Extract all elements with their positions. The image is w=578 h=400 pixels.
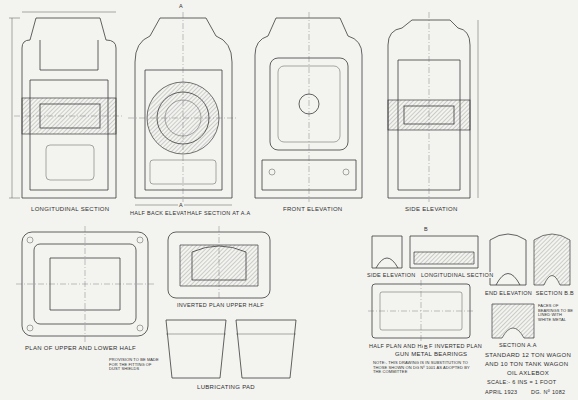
view-title: LUBRICATING PAD [196, 384, 256, 391]
view-title: SECTION A.A [498, 342, 538, 348]
view-title: OIL AXLEBOX [506, 370, 550, 377]
view-title: PLAN OF UPPER AND LOWER HALF [24, 345, 137, 352]
view-title: SECTION B.B [535, 290, 575, 296]
inverted-plan-view [168, 226, 270, 300]
view-title: FRONT ELEVATION [282, 206, 344, 213]
view-title: LONGITUDINAL SECTION [420, 272, 494, 278]
view-title: DG. Nº 1082 [530, 389, 566, 395]
drawing-note: NOTE:- THIS DRAWING IS IN SUBSTITUTION T… [372, 361, 478, 375]
section-mark: A [178, 202, 184, 208]
view-title: APRIL 1923 [484, 389, 518, 395]
longitudinal-section-view [9, 12, 122, 198]
section-mark: A [178, 3, 184, 9]
gun-metal-bearing-view [368, 236, 478, 342]
view-title: SIDE ELEVATION [404, 206, 459, 213]
drawing-note: PROVISION TO BE MADE FOR THE FITTING OF … [108, 358, 164, 372]
view-title: INVERTED PLAN UPPER HALF [176, 302, 265, 308]
view-title: SIDE ELEVATION [366, 272, 417, 278]
section-mark: B [423, 226, 429, 232]
plan-view [16, 226, 154, 342]
view-title: STANDARD 12 TON WAGON [484, 352, 572, 359]
bearing-section-views [490, 234, 570, 338]
view-title: AND 10 TON TANK WAGON [484, 361, 569, 368]
view-title: GUN METAL BEARINGS [394, 351, 468, 358]
view-title: END ELEVATION [484, 290, 533, 296]
view-title: LONGITUDINAL SECTION [30, 206, 110, 213]
view-title: HALF SECTION AT A.A [186, 210, 252, 216]
side-elevation-view [388, 12, 478, 202]
lubricating-pad-view [166, 320, 296, 378]
drawing-note: FACES OF BEARINGS TO BE LINED WITH WHITE… [537, 304, 575, 322]
view-title: SCALE:- 6 INS = 1 FOOT [486, 379, 557, 385]
section-mark: B [423, 344, 429, 350]
half-back-elevation-view [128, 12, 238, 205]
front-elevation-view [255, 12, 362, 202]
